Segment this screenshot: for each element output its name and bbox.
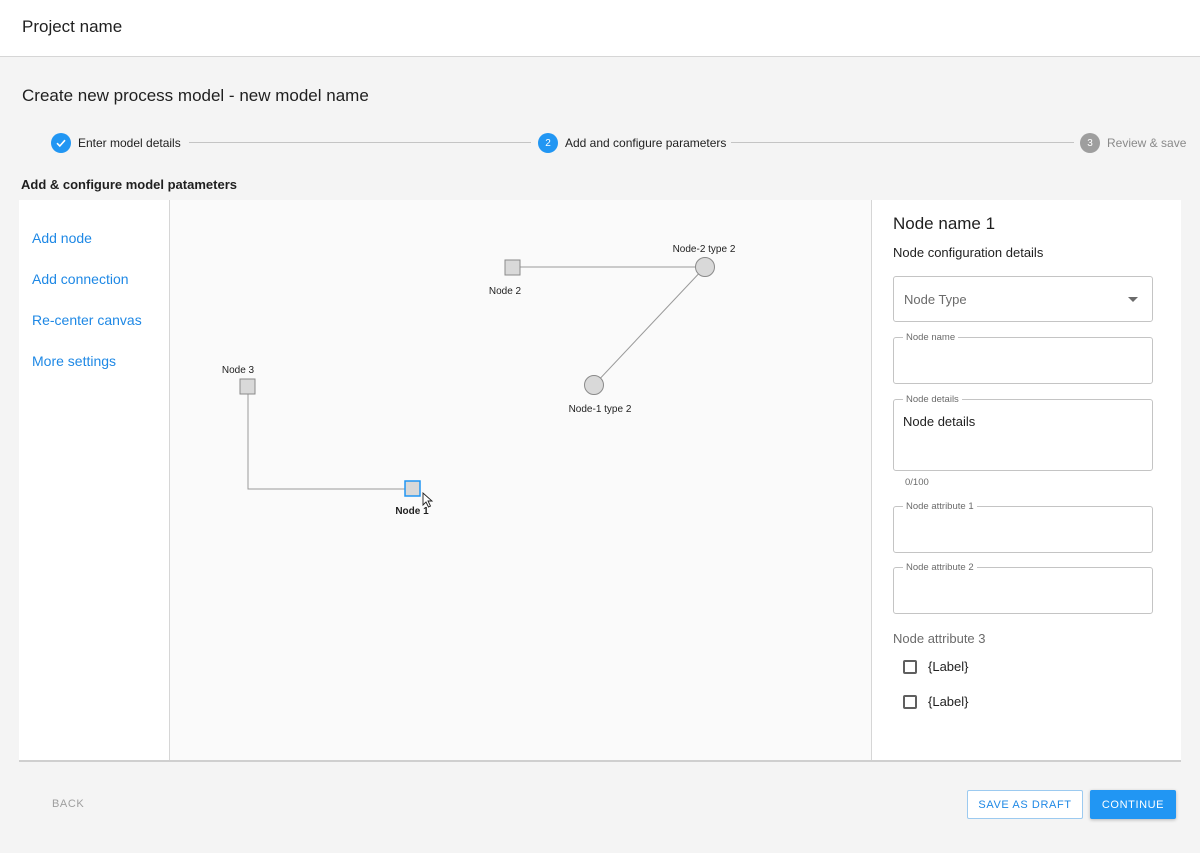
node-config-panel: Node name 1 Node configuration details N… — [872, 200, 1181, 760]
node-attribute-2-input[interactable] — [903, 583, 1143, 598]
node-attribute-2-field[interactable]: Node attribute 2 — [893, 562, 1153, 614]
node-1-type-2[interactable] — [584, 375, 604, 395]
add-node-link[interactable]: Add node — [32, 230, 92, 246]
node-attribute-3-option-2[interactable]: {Label} — [903, 694, 969, 709]
node-type-select[interactable]: Node Type — [893, 276, 1153, 322]
step-number: 2 — [538, 133, 558, 153]
node-attribute-3-label: Node attribute 3 — [893, 631, 986, 646]
node-name-heading: Node name 1 — [893, 214, 996, 233]
node-name-field[interactable]: Node name — [893, 332, 1153, 384]
step-connector — [731, 142, 1074, 143]
node-details-field[interactable]: Node details Node details — [893, 394, 1153, 471]
node-2-type-2[interactable] — [695, 257, 715, 277]
node-details-legend: Node details — [903, 394, 962, 405]
step-number: 3 — [1080, 133, 1100, 153]
model-editor-card: Add node Add connection Re-center canvas… — [19, 200, 1181, 762]
node-2[interactable] — [504, 259, 521, 276]
checkbox-icon[interactable] — [903, 694, 917, 709]
section-title: Add & configure model patameters — [21, 177, 237, 192]
page-title: Create new process model - new model nam… — [22, 86, 369, 105]
back-button[interactable]: BACK — [52, 798, 85, 810]
stepper: Enter model details 2 Add and configure … — [0, 130, 1200, 156]
node-type-placeholder: Node Type — [904, 292, 967, 307]
check-icon — [51, 133, 71, 153]
node-attribute-3-option-1[interactable]: {Label} — [903, 659, 969, 674]
connection-node3-node1[interactable] — [247, 388, 412, 490]
canvas-actions-menu: Add node Add connection Re-center canvas… — [19, 200, 170, 760]
step-label: Add and configure parameters — [565, 136, 727, 150]
node-1[interactable] — [404, 480, 421, 497]
checkbox-label: {Label} — [928, 694, 969, 709]
node-1-type-2-label: Node-1 type 2 — [569, 404, 632, 415]
node-attribute-1-legend: Node attribute 1 — [903, 501, 977, 512]
canvas-graph: Node 2 Node-2 type 2 Node-1 type 2 Node … — [222, 244, 736, 517]
step-connector — [189, 142, 531, 143]
node-name-legend: Node name — [903, 332, 959, 343]
dropdown-arrow-icon — [1128, 297, 1138, 302]
node-attribute-1-input[interactable] — [903, 522, 1143, 537]
save-as-draft-button[interactable]: SAVE AS DRAFT — [967, 790, 1083, 819]
node-attribute-2-legend: Node attribute 2 — [903, 562, 977, 573]
node-1-label: Node 1 — [395, 506, 429, 517]
node-name-input[interactable] — [903, 353, 1143, 368]
process-canvas[interactable]: Node 2 Node-2 type 2 Node-1 type 2 Node … — [170, 200, 872, 760]
node-2-label: Node 2 — [489, 286, 522, 297]
checkbox-label: {Label} — [928, 659, 969, 674]
more-settings-link[interactable]: More settings — [32, 353, 117, 369]
top-app-bar: Project name — [0, 0, 1200, 57]
project-name: Project name — [22, 17, 123, 36]
checkbox-icon[interactable] — [903, 659, 917, 674]
recenter-canvas-link[interactable]: Re-center canvas — [32, 312, 142, 328]
node-details-text[interactable]: Node details — [903, 414, 976, 429]
add-connection-link[interactable]: Add connection — [32, 271, 129, 287]
step-add-configure-parameters[interactable]: 2 Add and configure parameters — [538, 132, 726, 154]
mouse-pointer-icon — [422, 491, 434, 508]
connection-node2type2-node1type2[interactable] — [593, 266, 706, 386]
node-3[interactable] — [239, 378, 256, 395]
node-attribute-1-field[interactable]: Node attribute 1 — [893, 501, 1153, 553]
node-3-label: Node 3 — [222, 365, 255, 376]
step-review-save[interactable]: 3 Review & save — [1080, 132, 1186, 154]
node-2-type-2-label: Node-2 type 2 — [673, 244, 736, 255]
step-label: Enter model details — [78, 136, 181, 150]
step-enter-model-details[interactable]: Enter model details — [51, 132, 181, 154]
continue-button[interactable]: CONTINUE — [1090, 790, 1176, 819]
step-label: Review & save — [1107, 136, 1187, 150]
node-config-subtitle: Node configuration details — [893, 245, 1044, 260]
node-details-counter: 0/100 — [905, 477, 929, 488]
